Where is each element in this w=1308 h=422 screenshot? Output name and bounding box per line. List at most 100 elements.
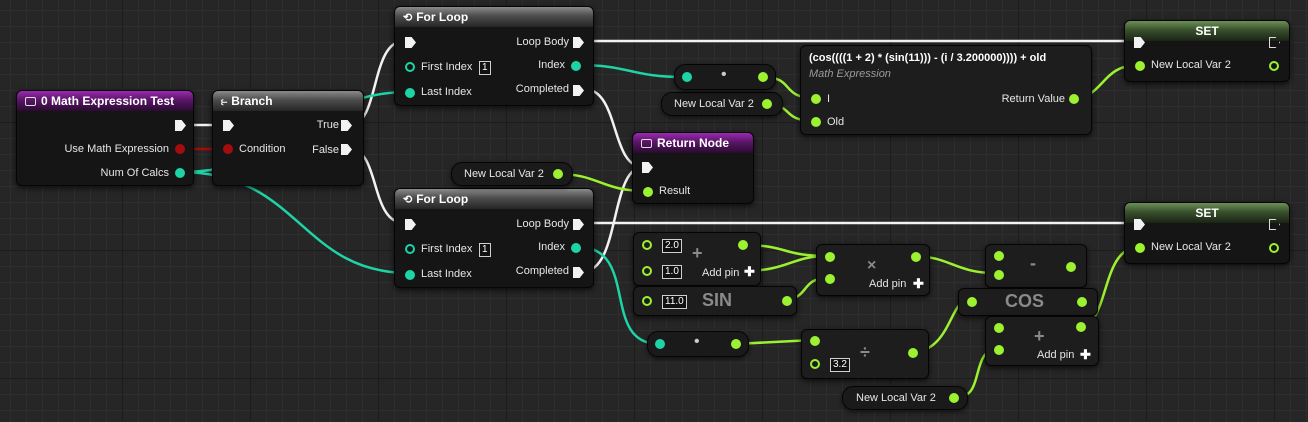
loop2-first-index-label: First Index	[421, 243, 473, 255]
loop1-header: ⟲For Loop	[395, 7, 593, 27]
add-node-2[interactable]: + Add pin ✚	[985, 316, 1099, 366]
set1-out-pin[interactable]	[1269, 61, 1279, 71]
return-value-label: Return Value	[1001, 93, 1065, 105]
event-node[interactable]: 0 Math Expression Test Use Math Expressi…	[16, 90, 194, 186]
loop1-body-out[interactable]	[573, 37, 584, 48]
var-getter-3-pin[interactable]	[949, 393, 959, 403]
div-a-pin[interactable]	[810, 336, 820, 346]
loop2-completed-out[interactable]	[573, 267, 584, 278]
mul-b-pin[interactable]	[825, 274, 835, 284]
true-exec-out[interactable]	[341, 120, 352, 131]
loop1-completed-out[interactable]	[573, 85, 584, 96]
add-pin-icon[interactable]: ✚	[744, 264, 755, 279]
set2-var-label: New Local Var 2	[1151, 241, 1231, 253]
branch-node[interactable]: ⥼Branch Condition True False	[212, 90, 364, 186]
sub-a-pin[interactable]	[994, 251, 1004, 261]
loop1-first-index-pin[interactable]	[405, 62, 415, 72]
loop-icon: ⟲	[403, 194, 413, 206]
return-node[interactable]: Return Node Result	[632, 132, 754, 204]
cos-node[interactable]: COS	[958, 288, 1098, 316]
branch-header: ⥼Branch	[213, 91, 363, 111]
math-expression-node[interactable]: (cos((((1 + 2) * (sin(11))) - (i / 3.200…	[800, 45, 1092, 135]
conversion-node-1[interactable]: •	[674, 64, 776, 90]
add2-out-pin[interactable]	[1076, 322, 1086, 332]
num-calcs-label: Num Of Calcs	[100, 167, 169, 179]
sin-out-pin[interactable]	[782, 296, 792, 306]
set1-exec-in[interactable]	[1134, 37, 1145, 48]
return-value-pin[interactable]	[1069, 94, 1079, 104]
div-value[interactable]: 3.2	[830, 358, 850, 372]
div-out-pin[interactable]	[908, 348, 918, 358]
var-getter-1[interactable]: New Local Var 2	[661, 92, 783, 116]
subtract-node[interactable]: -	[985, 244, 1087, 288]
return-exec-in[interactable]	[642, 162, 653, 173]
conversion-node-2[interactable]: •	[647, 331, 749, 357]
sub-out-pin[interactable]	[1066, 262, 1076, 272]
exec-out-pin[interactable]	[175, 120, 186, 131]
add1-b-pin[interactable]	[642, 266, 652, 276]
add1-out-pin[interactable]	[738, 240, 748, 250]
add2-a-pin[interactable]	[994, 323, 1004, 333]
loop1-index-pin[interactable]	[571, 61, 581, 71]
set-node-1[interactable]: SET New Local Var 2	[1124, 20, 1290, 82]
set2-exec-out[interactable]	[1269, 219, 1280, 230]
mul-out-pin[interactable]	[911, 252, 921, 262]
condition-pin[interactable]	[223, 144, 233, 154]
add1-a-value[interactable]: 2.0	[662, 239, 682, 253]
sin-in-pin[interactable]	[642, 296, 652, 306]
false-exec-out[interactable]	[341, 144, 352, 155]
math-old-pin[interactable]	[811, 117, 821, 127]
divide-node[interactable]: 3.2 ÷	[801, 329, 929, 379]
conv1-in-pin[interactable]	[682, 72, 692, 82]
conv2-symbol: •	[694, 333, 700, 350]
set1-var-pin[interactable]	[1135, 61, 1145, 71]
add-node-1[interactable]: 2.0 1.0 + Add pin ✚	[633, 232, 761, 286]
loop1-exec-in[interactable]	[405, 37, 416, 48]
add2-b-pin[interactable]	[994, 345, 1004, 355]
var-getter-1-label: New Local Var 2	[674, 98, 754, 110]
math-i-pin[interactable]	[811, 94, 821, 104]
return-icon	[641, 139, 652, 148]
math-i-label: I	[827, 93, 831, 105]
sin-value[interactable]: 11.0	[662, 295, 687, 309]
loop2-first-index-pin[interactable]	[405, 244, 415, 254]
set-node-2[interactable]: SET New Local Var 2	[1124, 202, 1290, 264]
add1-a-pin[interactable]	[642, 240, 652, 250]
for-loop-node-1[interactable]: ⟲For Loop Loop Body First Index 1 Index …	[394, 6, 594, 106]
add-pin-icon[interactable]: ✚	[1080, 347, 1091, 362]
num-calcs-pin[interactable]	[175, 168, 185, 178]
loop2-body-out[interactable]	[573, 219, 584, 230]
sub-b-pin[interactable]	[994, 270, 1004, 280]
int-wire	[577, 63, 686, 79]
var-getter-2-pin[interactable]	[553, 169, 563, 179]
add1-b-value[interactable]: 1.0	[662, 265, 682, 279]
var-getter-3[interactable]: New Local Var 2	[842, 386, 968, 410]
loop1-first-index-value[interactable]: 1	[479, 61, 491, 75]
event-title: 0 Math Expression Test	[41, 94, 175, 108]
loop2-first-index-value[interactable]: 1	[479, 243, 491, 257]
set2-exec-in[interactable]	[1134, 219, 1145, 230]
set1-exec-out[interactable]	[1269, 37, 1280, 48]
branch-exec-in[interactable]	[223, 120, 234, 131]
var-getter-1-pin[interactable]	[762, 99, 772, 109]
conv1-out-pin[interactable]	[758, 72, 768, 82]
loop2-index-pin[interactable]	[571, 243, 581, 253]
result-pin[interactable]	[643, 187, 653, 197]
set2-var-pin[interactable]	[1135, 243, 1145, 253]
set2-out-pin[interactable]	[1269, 243, 1279, 253]
use-math-pin[interactable]	[175, 144, 185, 154]
cos-out-pin[interactable]	[1077, 297, 1087, 307]
add-pin-icon[interactable]: ✚	[913, 276, 924, 291]
cos-in-pin[interactable]	[967, 297, 977, 307]
loop2-exec-in[interactable]	[405, 219, 416, 230]
div-b-pin[interactable]	[810, 359, 820, 369]
mul-a-pin[interactable]	[825, 252, 835, 262]
loop1-last-index-pin[interactable]	[405, 88, 415, 98]
conv2-in-pin[interactable]	[655, 339, 665, 349]
var-getter-2[interactable]: New Local Var 2	[451, 162, 573, 186]
conv2-out-pin[interactable]	[731, 339, 741, 349]
loop2-last-index-pin[interactable]	[405, 270, 415, 280]
for-loop-node-2[interactable]: ⟲For Loop Loop Body First Index 1 Index …	[394, 188, 594, 288]
multiply-node[interactable]: × Add pin ✚	[816, 244, 930, 296]
sin-node[interactable]: 11.0 SIN	[633, 286, 797, 316]
